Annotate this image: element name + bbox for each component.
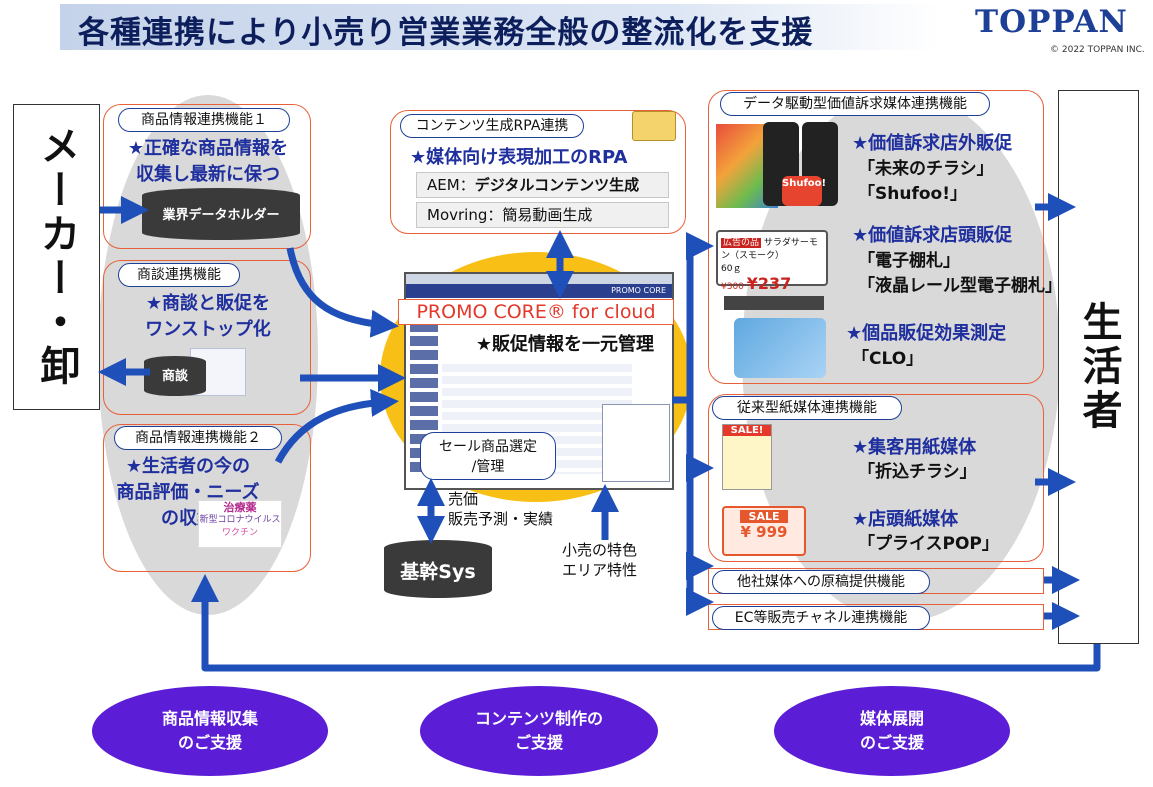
rpa-gear-icon bbox=[632, 111, 676, 141]
lcd-rail-label bbox=[724, 296, 824, 310]
item-sub: 「プライスPOP」 bbox=[858, 534, 999, 554]
promo-core-subtitle: ★販促情報を一元管理 bbox=[460, 330, 670, 360]
electronic-shelf-label: 広告の品 サラダサーモン（スモーク） 60ｇ ¥300 ¥237 bbox=[716, 230, 828, 293]
title-banner bbox=[60, 4, 940, 50]
flyer-image: SALE! bbox=[722, 424, 772, 490]
shufoo-badge: Shufoo! bbox=[782, 176, 826, 206]
rpa-panel bbox=[390, 110, 686, 234]
item-sub: 「電子棚札」 bbox=[858, 251, 960, 271]
item-sub: 「液晶レール型電子棚札」 bbox=[858, 276, 1062, 296]
support-product-info-oval: 商品情報収集 のご支援 bbox=[92, 686, 328, 776]
esl-weight: 60ｇ bbox=[721, 264, 742, 274]
negotiation-panel bbox=[103, 260, 311, 415]
esl-flag: 広告の品 bbox=[721, 238, 762, 248]
word-cloud-word: ワクチン bbox=[221, 528, 258, 538]
movring-desc: 簡易動画生成 bbox=[502, 206, 593, 224]
word-cloud-word: 新型コロナウイルス bbox=[199, 515, 281, 525]
item-sub: 「CLO」 bbox=[852, 349, 924, 369]
panel-text: ワンストップ化 bbox=[145, 319, 271, 340]
item-title: ★店頭紙媒体 bbox=[852, 509, 959, 530]
consumer-box: 生活者 bbox=[1058, 90, 1139, 644]
rpa-title: ★媒体向け表現加工のRPA bbox=[410, 147, 628, 168]
aem-name: AEM bbox=[427, 176, 460, 194]
panel-label-paper: 従来型紙媒体連携機能 bbox=[712, 396, 902, 420]
item-title: ★価値訴求店頭販促 bbox=[852, 225, 1013, 246]
flyer-sale-tag: SALE! bbox=[723, 425, 771, 436]
pop-price: ¥ 999 bbox=[740, 523, 788, 541]
item-sub: 「折込チラシ」 bbox=[858, 462, 977, 482]
core-system-db: 基幹Sys bbox=[384, 540, 492, 598]
card-image bbox=[734, 318, 826, 378]
panel-text: ★正確な商品情報を bbox=[127, 138, 289, 159]
item-title: ★価値訴求店外販促 bbox=[852, 133, 1013, 154]
panel-label-other-media: 他社媒体への原稿提供機能 bbox=[712, 570, 930, 594]
item-sub: 「Shufoo!」 bbox=[858, 184, 967, 204]
panel-label-product-info-2: 商品情報連携機能２ bbox=[114, 426, 282, 450]
toppan-logo: TOPPAN bbox=[975, 4, 1128, 40]
product-info-panel-1 bbox=[103, 104, 311, 249]
aem-desc: デジタルコンテンツ生成 bbox=[474, 176, 640, 194]
support-media-oval: 媒体展開 のご支援 bbox=[774, 686, 1010, 776]
panel-label-product-info-1: 商品情報連携機能１ bbox=[118, 108, 290, 132]
word-cloud-image: 治療薬 新型コロナウイルス ワクチン bbox=[198, 500, 282, 548]
esl-name: サラダサーモン（スモーク） bbox=[721, 238, 818, 261]
panel-label-data-driven: データ駆動型価値訴求媒体連携機能 bbox=[720, 92, 990, 116]
sales-info-label: 売価 販売予測・実績 bbox=[448, 490, 554, 528]
panel-label-rpa: コンテンツ生成RPA連携 bbox=[400, 114, 584, 138]
store-info-label: 小売の特色 エリア特性 bbox=[562, 541, 638, 579]
price-pop-image: SALE ¥ 999 bbox=[722, 506, 806, 556]
panel-text: 商品評価・ニーズ bbox=[116, 482, 260, 503]
sale-item-selection: セール商品選定 /管理 bbox=[420, 432, 556, 480]
industry-data-holder-db: 業界データホルダー bbox=[142, 188, 300, 240]
item-title: ★個品販促効果測定 bbox=[846, 323, 1007, 344]
movring-row: Movring：簡易動画生成 bbox=[416, 202, 669, 228]
esl-price: ¥237 bbox=[746, 274, 792, 293]
screen-header: PROMO CORE bbox=[406, 284, 672, 298]
aem-row: AEM：デジタルコンテンツ生成 bbox=[416, 172, 669, 198]
copyright-text: © 2022 TOPPAN INC. bbox=[1050, 45, 1145, 55]
panel-label-ec-channel: EC等販売チャネル連携機能 bbox=[712, 606, 930, 630]
pop-sale-tag: SALE bbox=[740, 510, 788, 523]
esl-old-price: ¥300 bbox=[721, 282, 744, 292]
maker-wholesaler-box: メーカー・卸 bbox=[13, 104, 100, 410]
movring-name: Movring bbox=[427, 206, 488, 224]
panel-text: 収集し最新に保つ bbox=[136, 164, 280, 185]
negotiation-db: 商談 bbox=[144, 356, 206, 396]
item-title: ★集客用紙媒体 bbox=[852, 437, 977, 458]
word-cloud-word: 治療薬 bbox=[223, 501, 257, 514]
panel-text: ★商談と販促を bbox=[145, 293, 271, 314]
item-sub: 「未来のチラシ」 bbox=[858, 159, 994, 179]
support-content-oval: コンテンツ制作の ご支援 bbox=[420, 686, 658, 776]
panel-text: ★生活者の今の bbox=[125, 456, 251, 477]
product-info-panel-2 bbox=[103, 424, 311, 572]
promo-core-title: PROMO CORE® for cloud bbox=[398, 299, 674, 325]
panel-label-negotiation: 商談連携機能 bbox=[118, 263, 240, 287]
page-title: 各種連携により小売り営業業務全般の整流化を支援 bbox=[78, 15, 814, 51]
